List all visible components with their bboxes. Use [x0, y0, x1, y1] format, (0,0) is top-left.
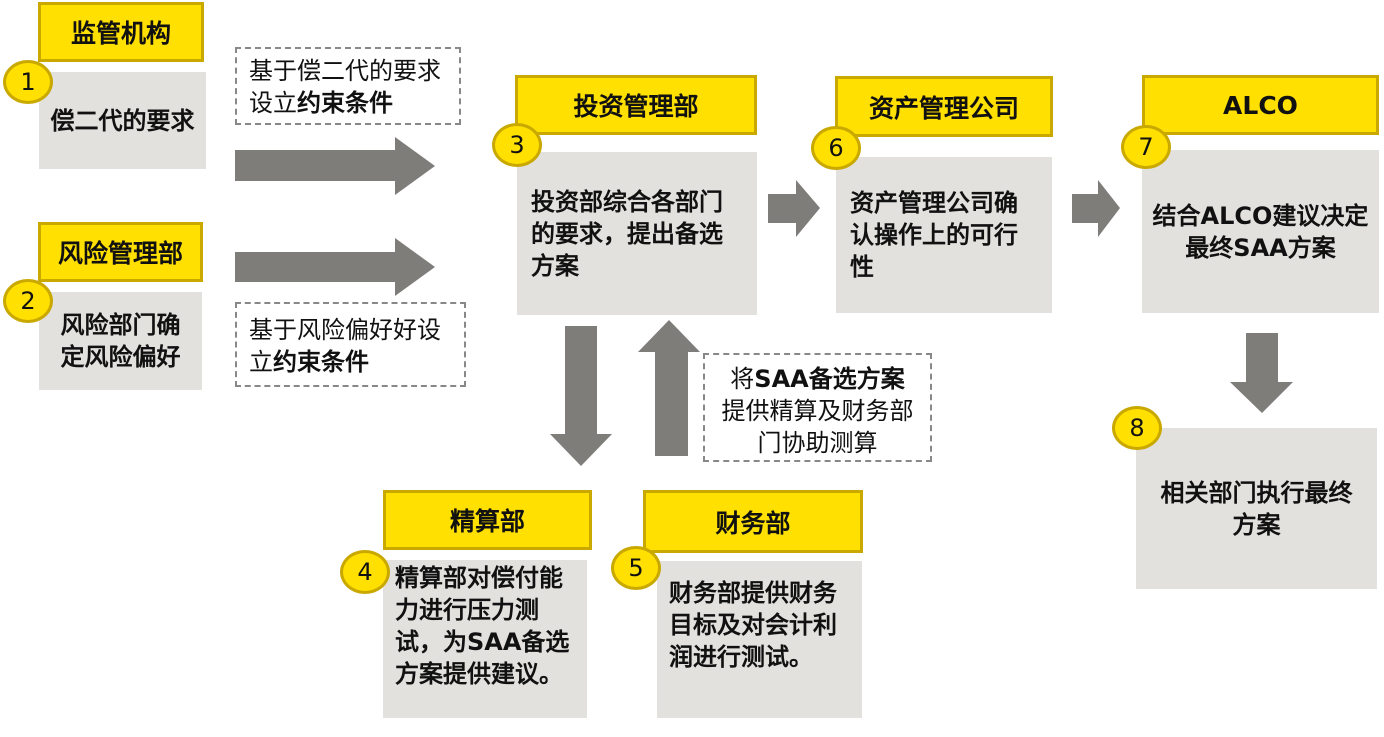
step2-number: 2: [3, 279, 53, 323]
note-constraint-2: 基于风险偏好好设立约束条件: [235, 302, 466, 387]
step3-number: 3: [492, 123, 542, 167]
step8-number: 8: [1112, 406, 1162, 450]
arrow-right-4: [1072, 180, 1120, 237]
step2-body: 风险部门确定风险偏好: [39, 292, 202, 390]
step5-body: 财务部提供财务目标及对会计利润进行测试。: [657, 561, 862, 718]
arrow-down-8: [1230, 333, 1293, 413]
note2-text: 基于风险偏好好设立: [249, 316, 441, 376]
step6-header: 资产管理公司: [835, 76, 1053, 137]
step1-body: 偿二代的要求: [39, 72, 206, 169]
note2-bold: 约束条件: [273, 348, 369, 376]
step5-header: 财务部: [643, 490, 863, 553]
arrow-down-4: [550, 326, 612, 466]
step3-body: 投资部综合各部门的要求，提出备选方案: [517, 152, 757, 315]
note3-bold: SAA备选方案: [754, 365, 905, 393]
arrow-right-1: [235, 137, 435, 195]
step7-body: 结合ALCO建议决定最终SAA方案: [1142, 150, 1379, 313]
step7-number: 7: [1121, 125, 1171, 169]
note1-bold: 约束条件: [297, 89, 393, 117]
step4-body: 精算部对偿付能力进行压力测试，为SAA备选方案提供建议。: [383, 560, 587, 718]
step2-header: 风险管理部: [38, 222, 203, 282]
step8-body: 相关部门执行最终方案: [1136, 428, 1377, 589]
arrow-right-2: [235, 238, 435, 296]
step6-body: 资产管理公司确认操作上的可行性: [836, 157, 1052, 313]
note-saa-testing: 将SAA备选方案提供精算及财务部门协助测算: [703, 353, 932, 462]
note3-pre: 将: [730, 365, 755, 393]
note1-text: 基于偿二代的要求设立: [249, 57, 441, 117]
note3-post: 提供精算及财务部门协助测算: [721, 397, 914, 457]
step7-header: ALCO: [1142, 75, 1379, 135]
arrow-up-3: [638, 320, 700, 456]
arrow-right-3: [768, 180, 820, 237]
step5-number: 5: [611, 546, 661, 590]
step4-header: 精算部: [383, 490, 592, 550]
step6-number: 6: [811, 126, 861, 170]
step4-number: 4: [340, 550, 390, 594]
step3-header: 投资管理部: [515, 75, 757, 135]
step1-header: 监管机构: [38, 2, 204, 62]
note-constraint-1: 基于偿二代的要求设立约束条件: [235, 47, 461, 125]
step1-number: 1: [3, 60, 53, 104]
